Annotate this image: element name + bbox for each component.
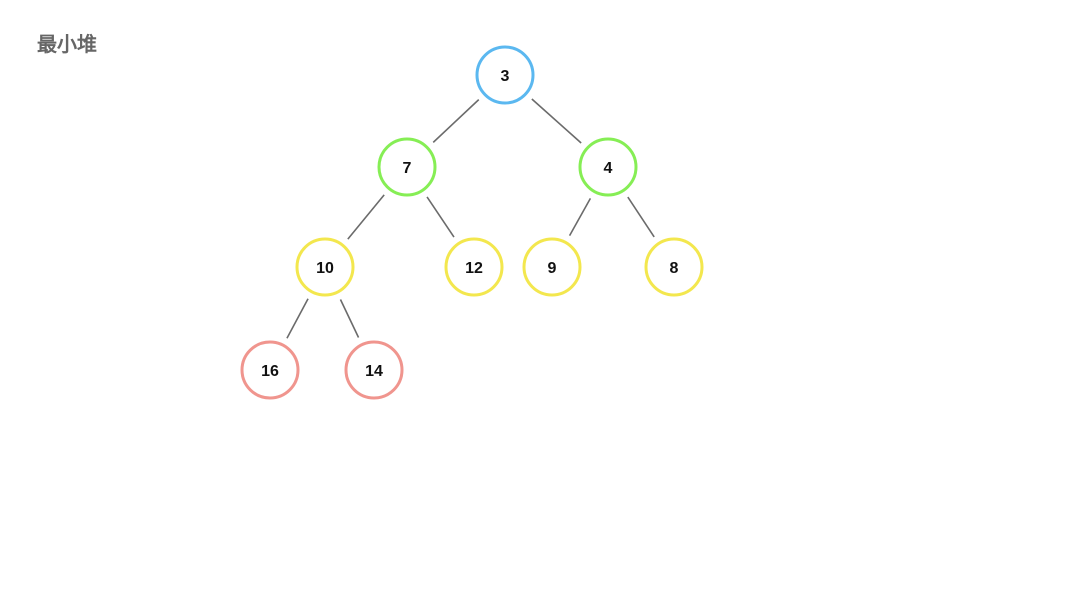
edge-n10-n14 — [339, 299, 360, 338]
heap-node-4: 4 — [578, 137, 638, 197]
node-circle — [475, 45, 535, 105]
edge-n4-n9 — [568, 198, 592, 236]
node-label: 4 — [604, 160, 613, 177]
node-circle — [377, 137, 437, 197]
node-label: 8 — [670, 260, 679, 277]
heap-node-3: 3 — [475, 45, 535, 105]
heap-node-14: 14 — [344, 340, 404, 400]
edge-n7-n10 — [347, 194, 385, 240]
edge-n3-n7 — [432, 99, 480, 143]
node-circle — [444, 237, 504, 297]
node-circle — [522, 237, 582, 297]
node-label: 12 — [465, 260, 483, 277]
heap-node-7: 7 — [377, 137, 437, 197]
node-circle — [644, 237, 704, 297]
heap-node-12: 12 — [444, 237, 504, 297]
heap-node-8: 8 — [644, 237, 704, 297]
node-circle — [240, 340, 300, 400]
edge-n7-n12 — [426, 196, 455, 238]
node-label: 16 — [261, 363, 279, 380]
edge-n3-n4 — [531, 98, 582, 144]
heap-node-16: 16 — [240, 340, 300, 400]
heap-node-10: 10 — [295, 237, 355, 297]
node-circle — [344, 340, 404, 400]
diagram-title: 最小堆 — [37, 32, 97, 56]
edge-n10-n16 — [286, 298, 309, 339]
node-circle — [578, 137, 638, 197]
node-label: 14 — [365, 363, 383, 380]
node-label: 10 — [316, 260, 334, 277]
edge-n4-n8 — [627, 196, 655, 238]
node-circle — [295, 237, 355, 297]
node-label: 9 — [548, 260, 557, 277]
node-label: 3 — [501, 68, 510, 85]
node-label: 7 — [403, 160, 412, 177]
heap-node-9: 9 — [522, 237, 582, 297]
